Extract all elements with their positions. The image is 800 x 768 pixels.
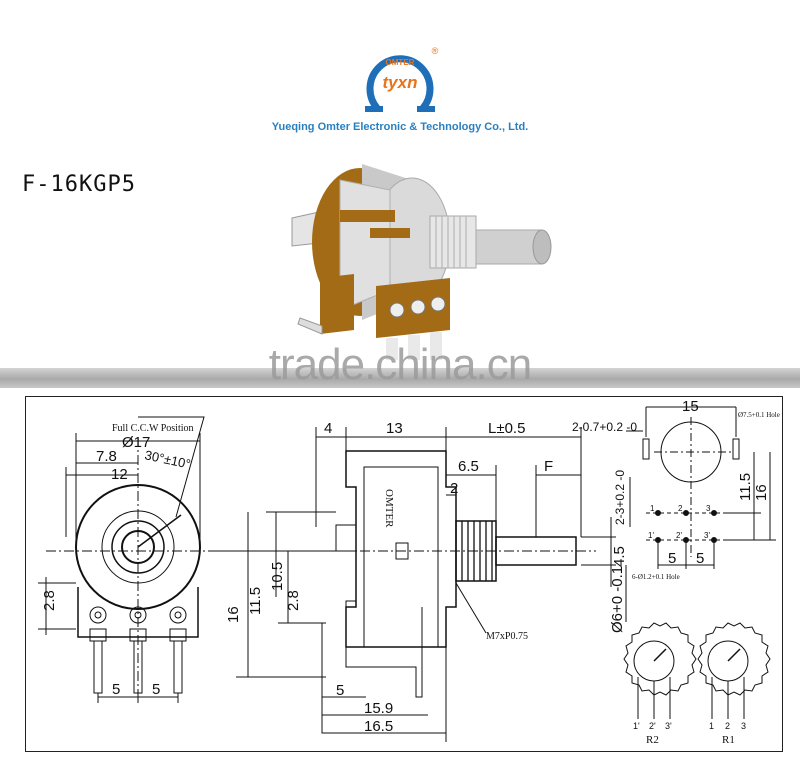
technical-drawing: Full C.C.W Position Ø17 7.8 12 30°±10° 2… <box>25 396 783 752</box>
watermark-text: trade.china.cn <box>268 340 532 389</box>
side-dim-F: F <box>544 458 553 475</box>
front-view <box>38 416 356 703</box>
schem-r2-pin-3: 3' <box>665 721 672 731</box>
pcb-dim-2-0-7: 2-0.7+0.2 -0 <box>572 420 637 434</box>
front-dim-2-8: 2.8 <box>41 590 58 611</box>
pcb-pin-3: 3 <box>706 504 711 513</box>
side-dim-11-5: 11.5 <box>247 587 264 615</box>
side-dim-L: L±0.5 <box>488 420 525 437</box>
schem-r1-label: R1 <box>722 734 735 746</box>
front-dim-pitch2: 5 <box>152 681 160 698</box>
side-body-text: OMTER <box>383 489 395 528</box>
pcb-dim-2-3: 2-3+0.2 -0 <box>613 470 627 525</box>
model-number: F-16KGP5 <box>22 172 136 197</box>
side-dim-shaft-dia: Ø6+0 -0.1 <box>609 566 626 633</box>
side-dim-13: 13 <box>386 420 403 437</box>
side-dim-2-8: 2.8 <box>285 590 302 611</box>
pcb-dim-pitch1: 5 <box>668 550 676 567</box>
pcb-dim-pitch2: 5 <box>696 550 704 567</box>
schem-r2-pin-1: 1' <box>633 721 640 731</box>
schem-r2-pin-2: 2' <box>649 721 656 731</box>
pcb-hole1-label: Ø7.5+0.1 Hole <box>738 411 780 419</box>
schem-r1-pin-2: 2 <box>725 721 730 731</box>
side-dim-16: 16 <box>225 606 242 623</box>
pcb-footprint <box>626 406 776 569</box>
schem-r2-label: R2 <box>646 734 659 746</box>
side-dim-10-5: 10.5 <box>269 562 286 591</box>
pcb-dim-15: 15 <box>682 398 699 415</box>
side-dim-5: 5 <box>336 682 344 699</box>
front-note-label: Full C.C.W Position <box>112 423 194 434</box>
side-dim-6-5: 6.5 <box>458 458 479 475</box>
product-illustration <box>291 164 552 360</box>
side-dim-4-5: 4.5 <box>611 546 628 567</box>
pcb-dim-16: 16 <box>753 484 770 501</box>
side-dim-16-5: 16.5 <box>364 718 393 735</box>
side-dim-4: 4 <box>324 420 332 437</box>
side-dim-15-9: 15.9 <box>364 700 393 717</box>
front-dim-7-8: 7.8 <box>96 448 117 465</box>
pcb-hole2-label: 6-Ø1.2+0.1 Hole <box>632 573 680 581</box>
pcb-pin-3p: 3' <box>704 531 710 540</box>
front-dim-angle: 30°±10° <box>143 447 192 471</box>
pcb-pin-2p: 2' <box>676 531 682 540</box>
pcb-pin-1: 1 <box>650 504 655 513</box>
company-logo: OMTER tyxn ® <box>355 40 445 130</box>
logo-script-text: tyxn <box>383 73 418 92</box>
front-dim-pitch1: 5 <box>112 681 120 698</box>
pcb-pin-2: 2 <box>678 504 683 513</box>
pcb-dim-11-5: 11.5 <box>737 473 754 501</box>
side-view <box>216 427 627 742</box>
schem-r1-pin-3: 3 <box>741 721 746 731</box>
side-thread-label: M7xP0.75 <box>486 631 528 642</box>
front-dim-12: 12 <box>111 466 128 483</box>
watermark-banner <box>0 368 800 388</box>
schematic <box>623 622 771 719</box>
schem-r1-pin-1: 1 <box>709 721 714 731</box>
pcb-pin-1p: 1' <box>648 531 654 540</box>
company-name: Yueqing Omter Electronic & Technology Co… <box>271 121 529 133</box>
front-dim-d17: Ø17 <box>122 434 150 451</box>
registered-mark: ® <box>432 46 439 56</box>
side-dim-2: 2 <box>450 480 458 497</box>
logo-arc-text: OMTER <box>386 58 415 67</box>
